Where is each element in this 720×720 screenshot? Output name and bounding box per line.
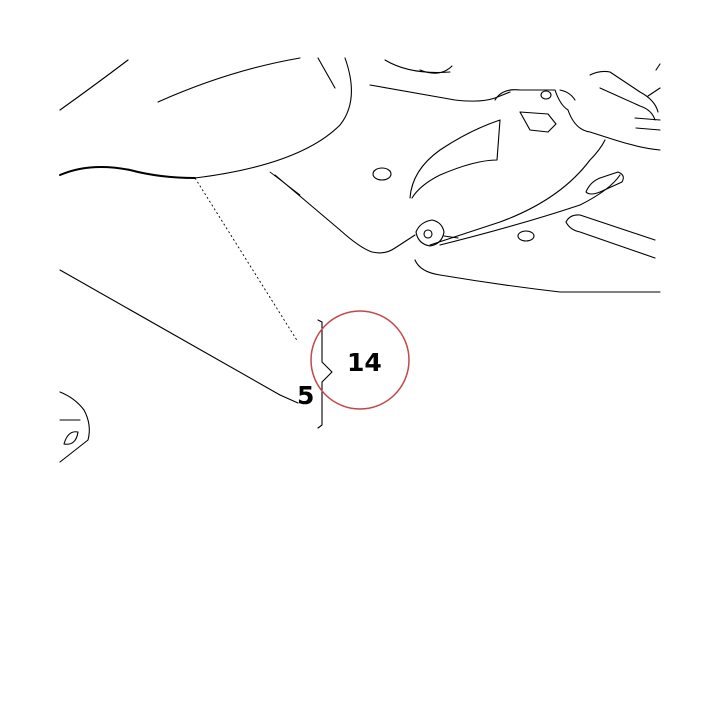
callout-label-14[interactable]: 14: [347, 348, 382, 377]
callout-brace: [317, 319, 333, 429]
seat-cover-outline: [59, 57, 352, 396]
base-plate-outline: [274, 59, 661, 293]
highlight-circle: [310, 310, 410, 410]
leader-lines: [194, 177, 299, 404]
side-bracket-outline: [59, 391, 90, 463]
callout-label-5[interactable]: 5: [297, 381, 314, 410]
